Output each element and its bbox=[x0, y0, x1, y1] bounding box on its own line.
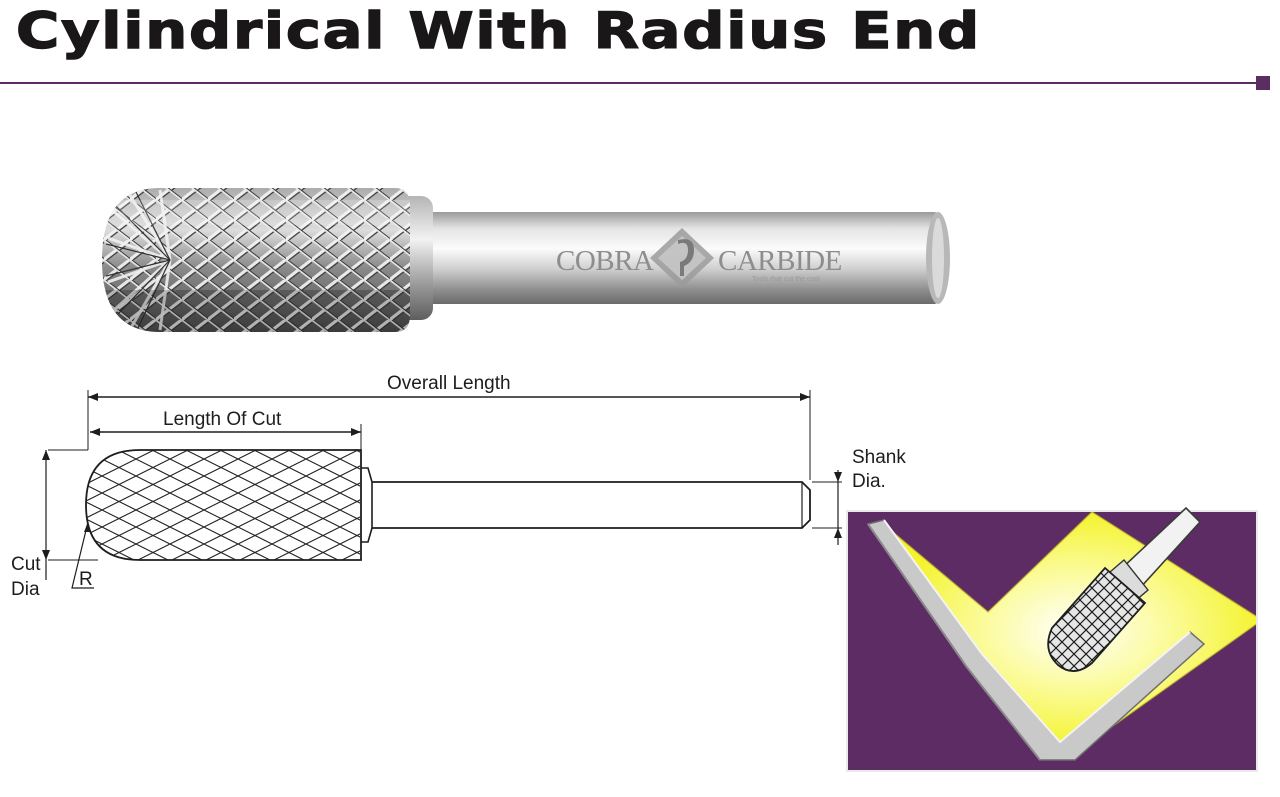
cut-dia-label-line2: Dia bbox=[11, 579, 40, 600]
length-of-cut-label: Length Of Cut bbox=[163, 409, 282, 430]
watermark-right-text: CARBIDE bbox=[718, 245, 842, 277]
cutting-head-outline bbox=[85, 449, 362, 561]
application-panel bbox=[846, 506, 1258, 772]
watermark-left-text: COBRA bbox=[556, 245, 654, 277]
shank-dia-label-line1: Shank bbox=[852, 447, 906, 468]
title-underline-end-square bbox=[1256, 76, 1270, 90]
radius-label: R bbox=[79, 569, 93, 590]
burr-photo: COBRA CARBIDE Tools that cut the cost bbox=[102, 188, 950, 332]
watermark-tagline: Tools that cut the cost bbox=[752, 276, 820, 283]
shank-outline bbox=[372, 481, 811, 529]
title-underline bbox=[0, 82, 1262, 84]
shank-dia-label-line2: Dia. bbox=[852, 471, 886, 492]
cutting-head-photo bbox=[102, 188, 410, 332]
cobra-carbide-watermark: COBRA CARBIDE Tools that cut the cost bbox=[556, 228, 842, 288]
cobra-logo-icon bbox=[650, 228, 714, 288]
cut-dia-label-line1: Cut bbox=[11, 554, 41, 575]
page-title: Cylindrical With Radius End bbox=[15, 1, 982, 60]
radius-leader-line bbox=[71, 521, 94, 589]
overall-length-label: Overall Length bbox=[387, 373, 511, 394]
technical-drawing bbox=[42, 390, 842, 589]
